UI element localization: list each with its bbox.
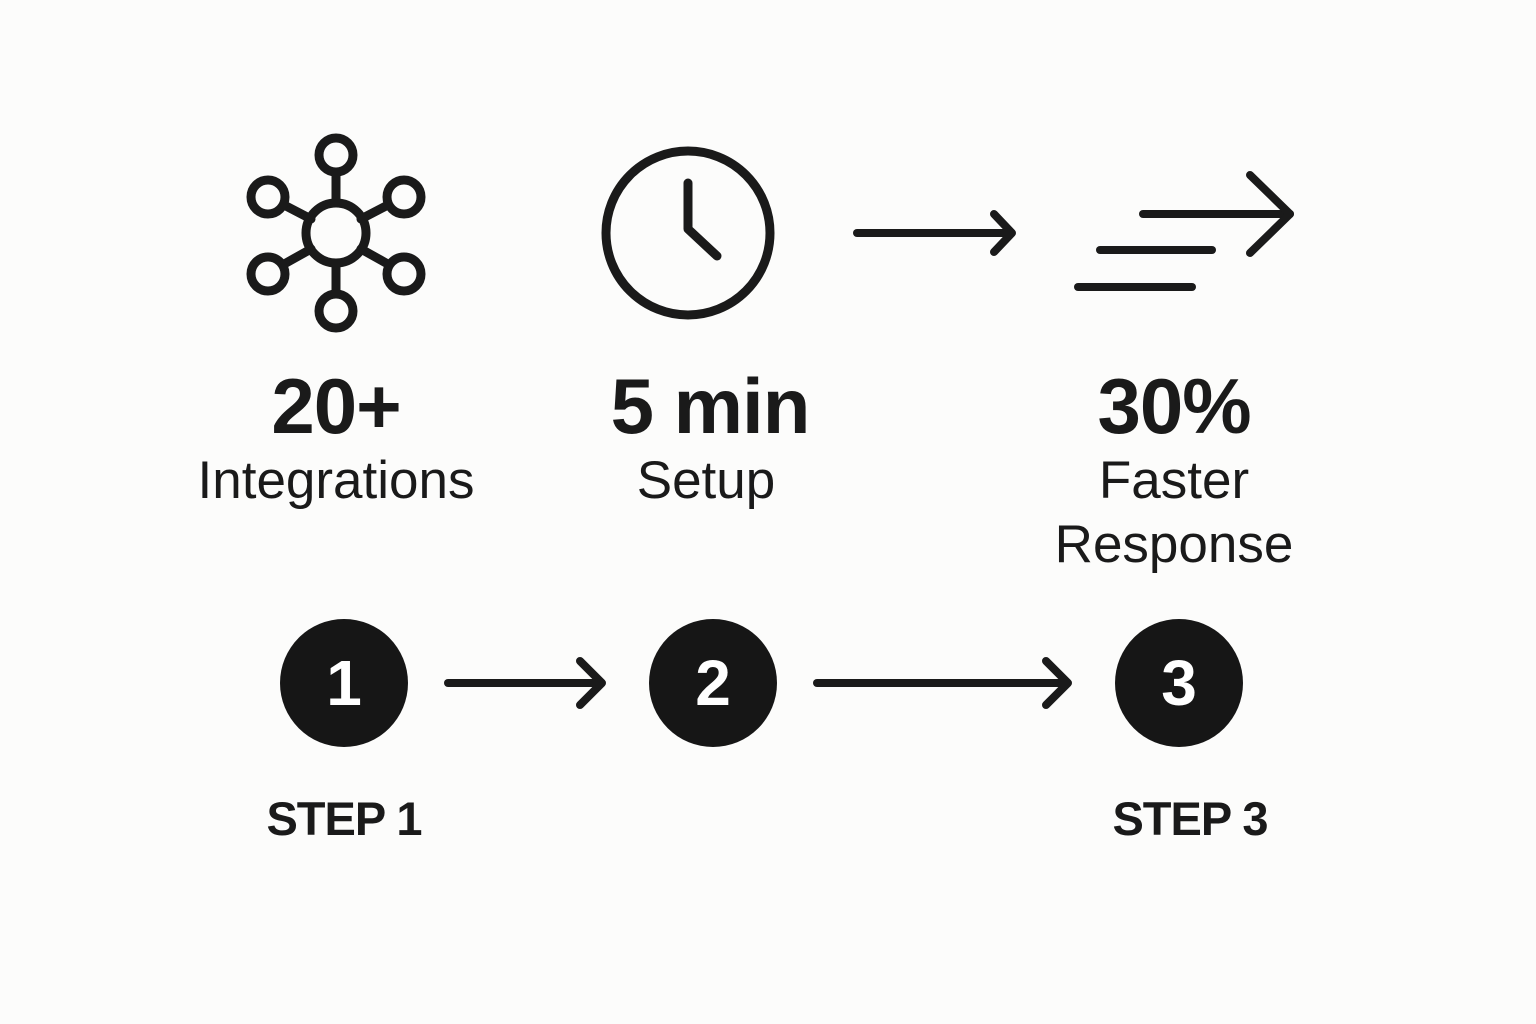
step-arrow-2-3 <box>813 657 1072 709</box>
arrow-right-icon <box>853 210 1016 256</box>
network-hub-icon <box>246 133 426 333</box>
stat-label-response: Response <box>1054 515 1294 574</box>
step-3-label: STEP 3 <box>1112 792 1268 845</box>
stat-label-setup: Setup <box>636 451 776 510</box>
step-3-number: 3 <box>1161 647 1197 719</box>
step-1-number: 1 <box>326 647 362 719</box>
clock-icon <box>601 146 775 320</box>
stat-label-integrations: Integrations <box>197 451 475 510</box>
speed-lines-arrow-icon <box>1074 171 1294 291</box>
step-arrow-1-2 <box>444 657 606 709</box>
stat-label-faster: Faster <box>1098 451 1250 510</box>
step-2-number: 2 <box>695 647 731 719</box>
step-2-circle: 2 <box>649 619 777 747</box>
step-3-circle: 3 <box>1115 619 1243 747</box>
stat-value-integrations: 20+ <box>271 362 401 450</box>
stat-value-faster-response: 30% <box>1097 362 1251 450</box>
stat-value-setup: 5 min <box>610 362 811 450</box>
step-1-label: STEP 1 <box>266 792 422 845</box>
step-1-circle: 1 <box>280 619 408 747</box>
